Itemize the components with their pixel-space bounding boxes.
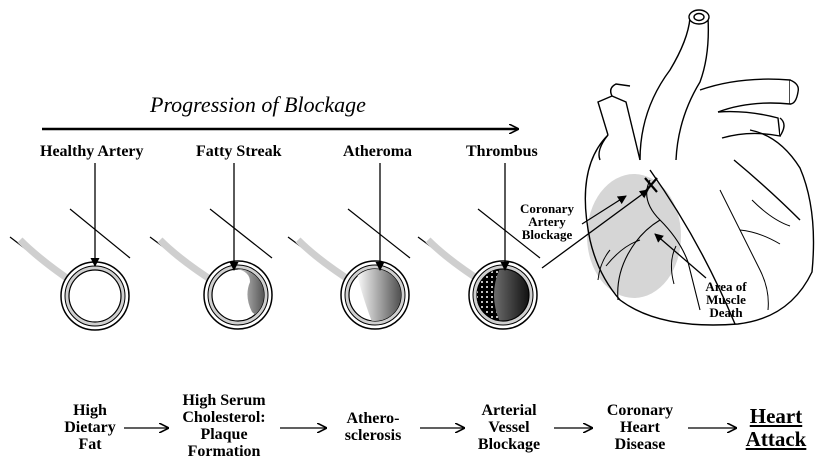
stage-label-atheroma: Atheroma: [343, 143, 412, 160]
stage-label-thrombus: Thrombus: [466, 143, 538, 160]
flow-atherosclerosis: Athero- sclerosis: [326, 410, 420, 444]
flow-coronary-heart-disease: Coronary Heart Disease: [592, 402, 688, 453]
heart-illustration: [585, 10, 813, 325]
stage-label-healthy-artery: Healthy Artery: [40, 143, 144, 160]
flow-high-serum-cholesterol: High Serum Cholesterol: Plaque Formation: [168, 392, 280, 460]
atheroma-illustration: [288, 209, 410, 329]
stage-label-fatty-streak: Fatty Streak: [196, 143, 281, 160]
diagram-title: Progression of Blockage: [150, 92, 366, 118]
area-of-muscle-death-shading: [587, 174, 681, 298]
area-of-muscle-death-label: Area of Muscle Death: [694, 280, 758, 319]
coronary-artery-blockage-label: Coronary Artery Blockage: [510, 202, 584, 241]
flow-high-dietary-fat: High Dietary Fat: [56, 402, 124, 453]
flow-arterial-vessel-blockage: Arterial Vessel Blockage: [464, 402, 554, 453]
flow-heart-attack: Heart Attack: [738, 405, 814, 451]
healthy-artery-illustration: [10, 209, 130, 330]
fatty-streak-illustration: [150, 209, 272, 329]
